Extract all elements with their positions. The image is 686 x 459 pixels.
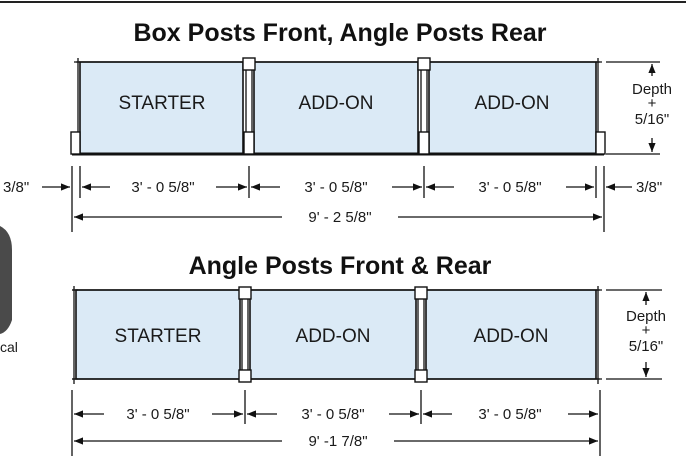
angle-post [74,58,80,132]
section-dim: 3' - 0 5/8" [131,179,194,196]
depth-label: Depth [626,308,666,325]
section-dim: 3' - 0 5/8" [304,179,367,196]
angle-post [417,57,431,71]
section-label: ADD-ON [474,326,549,347]
depth-label: Depth [632,81,672,98]
angle-post [414,369,428,383]
diagram-title: Angle Posts Front & Rear [189,252,492,280]
angle-post [242,57,256,71]
right-end-dim: 3/8" [636,179,662,196]
total-dim: 9' -1 7/8" [308,433,367,450]
depth-plus: + [648,95,657,112]
depth-plus: + [642,322,651,339]
angle-post [596,286,602,384]
diagram-title: Box Posts Front, Angle Posts Rear [133,19,546,47]
box-post [595,131,606,155]
section-dim: 3' - 0 5/8" [126,406,189,423]
section-label: STARTER [115,326,202,347]
section-dim: 3' - 0 5/8" [478,406,541,423]
depth-value: 5/16" [635,111,670,128]
section-label: ADD-ON [296,326,371,347]
angle-post [238,369,252,383]
box-post [70,131,81,155]
section-add-on [425,289,597,380]
diagram-angle-posts: Angle Posts Front & Rear STARTER ADD-ON … [71,252,666,456]
section-dim: 3' - 0 5/8" [478,179,541,196]
section-add-on [253,61,419,155]
box-post [243,131,255,155]
side-text: cal [0,339,18,355]
section-add-on [249,289,417,380]
total-dim: 9' - 2 5/8" [308,209,371,226]
angle-post [596,58,602,132]
section-label: STARTER [119,93,206,114]
box-post [418,131,430,155]
section-dim: 3' - 0 5/8" [301,406,364,423]
angle-post [72,286,78,384]
angle-post [238,286,252,300]
angle-post [414,286,428,300]
diagram-box-posts-front: Box Posts Front, Angle Posts Rear STARTE… [3,19,672,232]
section-label: ADD-ON [299,93,374,114]
left-end-dim: 3/8" [3,179,29,196]
section-label: ADD-ON [475,93,550,114]
depth-value: 5/16" [629,338,664,355]
cropped-photo-fragment [0,226,12,334]
